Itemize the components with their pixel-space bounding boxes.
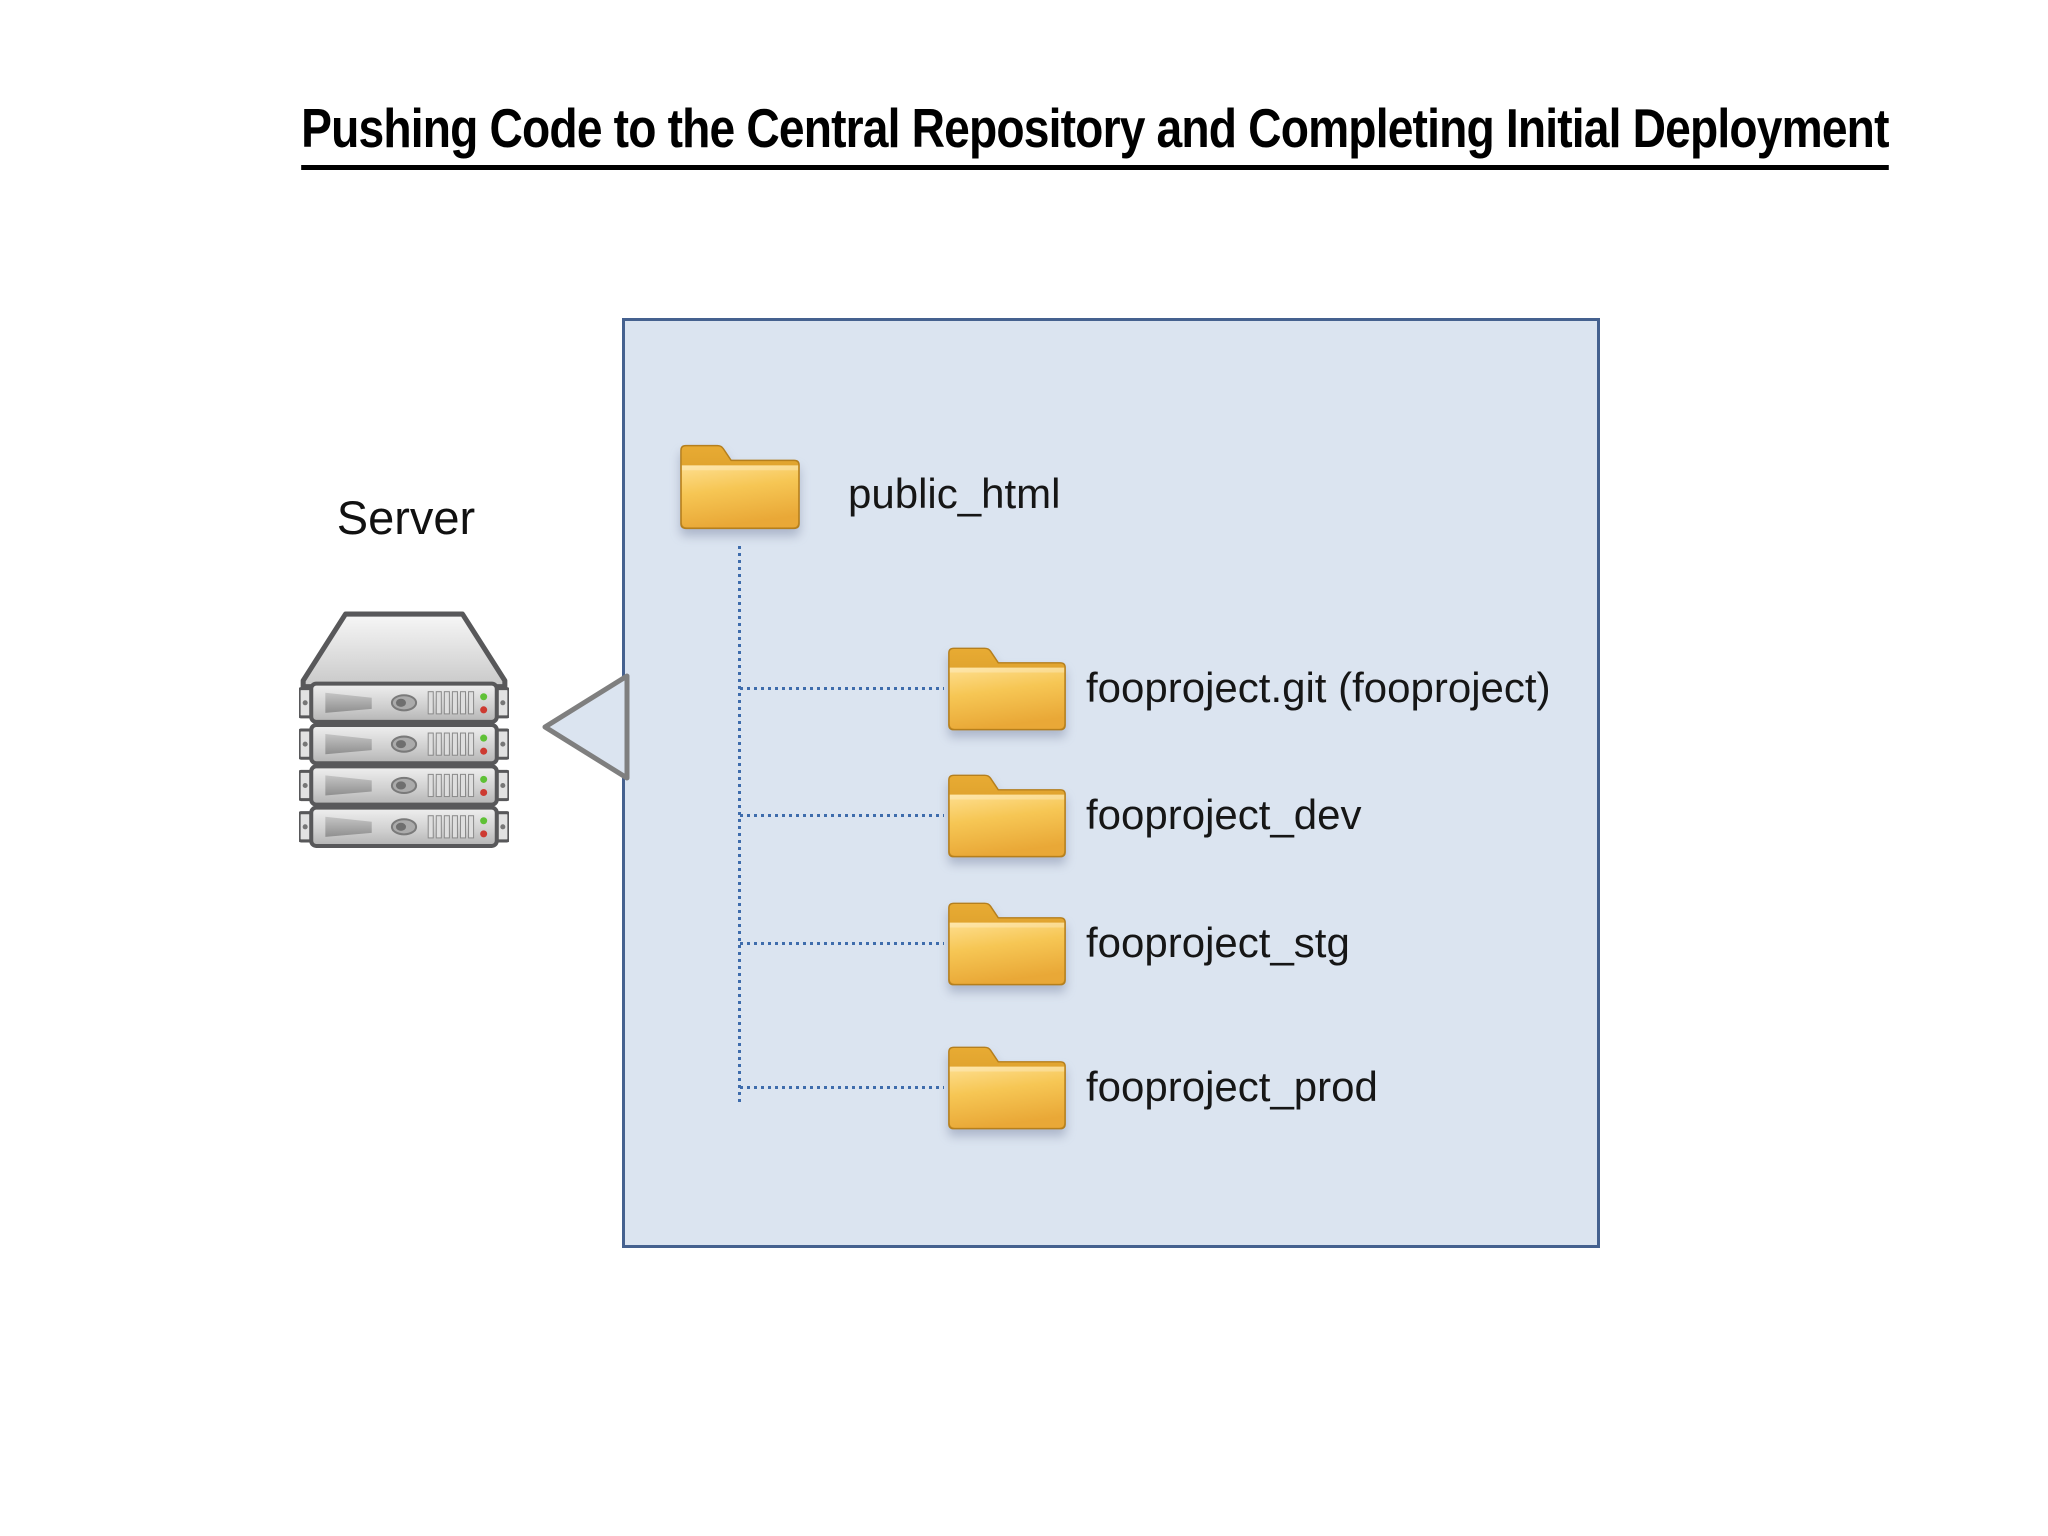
child-folder-label: fooproject_stg	[1086, 919, 1350, 966]
child-folder-label: fooproject_dev	[1086, 791, 1362, 838]
folder-icon	[948, 774, 1066, 858]
child-folder-label: fooproject_prod	[1086, 1063, 1378, 1110]
page-title: Pushing Code to the Central Repository a…	[95, 96, 2048, 170]
page-title-text: Pushing Code to the Central Repository a…	[301, 96, 1890, 170]
root-folder-label: public_html	[848, 470, 1061, 517]
folder-icon	[948, 1046, 1066, 1130]
tree-branch-connector	[740, 687, 944, 690]
tree-vertical-connector	[738, 546, 741, 1104]
folder-icon	[680, 444, 800, 530]
tree-branch-connector	[740, 814, 944, 817]
server-label: Server	[336, 491, 476, 544]
panel-pointer-triangle	[542, 673, 630, 781]
tree-branch-connector	[740, 1086, 944, 1089]
folder-icon	[948, 647, 1066, 731]
tree-branch-connector	[740, 942, 944, 945]
child-folder-label: fooproject.git (fooproject)	[1086, 664, 1551, 711]
server-stack-icon	[299, 611, 509, 849]
folder-icon	[948, 902, 1066, 986]
